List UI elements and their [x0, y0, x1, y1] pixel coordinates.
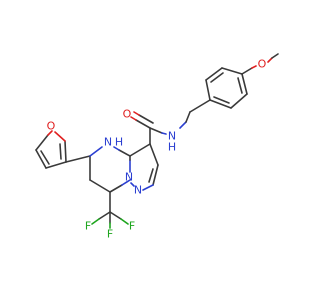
- bond: [133, 111, 140, 116]
- pyrazole-nitrogen-label: N: [134, 184, 142, 197]
- bond: [91, 218, 100, 225]
- methoxy-oxygen-label: O: [258, 58, 267, 71]
- bond: [130, 182, 135, 187]
- bond: [59, 143, 62, 160]
- bond: [138, 114, 154, 124]
- bond: [241, 67, 253, 75]
- bond: [130, 116, 137, 121]
- bond: [109, 184, 123, 193]
- bond: [271, 53, 279, 59]
- amine-nitrogen-label: N: [104, 136, 112, 149]
- bond: [221, 67, 243, 75]
- bond: [230, 93, 248, 109]
- amide-nitrogen-label: N: [168, 130, 176, 143]
- bond: [149, 143, 159, 166]
- bond: [185, 111, 191, 123]
- bond: [267, 57, 273, 63]
- bond: [251, 65, 257, 69]
- bond: [189, 99, 211, 113]
- amide-group: [130, 111, 167, 145]
- bond: [210, 72, 224, 83]
- bond: [148, 168, 154, 183]
- molecule-drawing: O N H N N O N H O F F F: [35, 53, 279, 241]
- pyrimidine-ring: [89, 146, 131, 193]
- bond: [161, 132, 167, 135]
- bond: [64, 140, 67, 163]
- bond: [35, 134, 49, 151]
- benzene-ring: [205, 67, 248, 109]
- bond: [65, 155, 91, 163]
- bond: [120, 218, 129, 225]
- bond: [213, 96, 230, 104]
- bond: [98, 211, 111, 220]
- furan-ring: [35, 130, 67, 169]
- structure-diagram: O N H N N O N H O F F F: [35, 53, 279, 241]
- fluorine-middle-label: F: [107, 228, 113, 241]
- bond: [209, 99, 232, 109]
- bond: [118, 149, 131, 157]
- bond: [54, 131, 66, 142]
- fluorine-left-label: F: [85, 220, 91, 233]
- bond: [149, 127, 163, 134]
- bond: [109, 211, 122, 220]
- bond: [35, 149, 47, 169]
- amide-hydrogen-label: H: [168, 141, 176, 154]
- trifluoromethyl-group: [91, 191, 129, 229]
- bond: [152, 164, 159, 186]
- bond: [89, 179, 111, 193]
- bond: [40, 150, 50, 165]
- pyrazole-ring: [129, 143, 159, 191]
- amide-oxygen-label: O: [123, 108, 132, 121]
- bond: [135, 119, 151, 129]
- amine-hydrogen-label: H: [115, 136, 123, 149]
- bond: [241, 73, 248, 95]
- bond: [179, 121, 187, 129]
- bond: [205, 79, 211, 101]
- bond: [113, 146, 120, 151]
- bond: [237, 77, 243, 94]
- bond: [47, 130, 53, 136]
- furan-oxygen-label: O: [47, 120, 56, 133]
- bond: [129, 143, 151, 157]
- bond: [45, 161, 67, 169]
- bond: [89, 146, 103, 157]
- fluorine-right-label: F: [129, 220, 135, 233]
- bond: [142, 184, 154, 191]
- bond: [205, 67, 223, 81]
- bridgehead-nitrogen-label: N: [125, 171, 133, 184]
- bond: [121, 179, 131, 186]
